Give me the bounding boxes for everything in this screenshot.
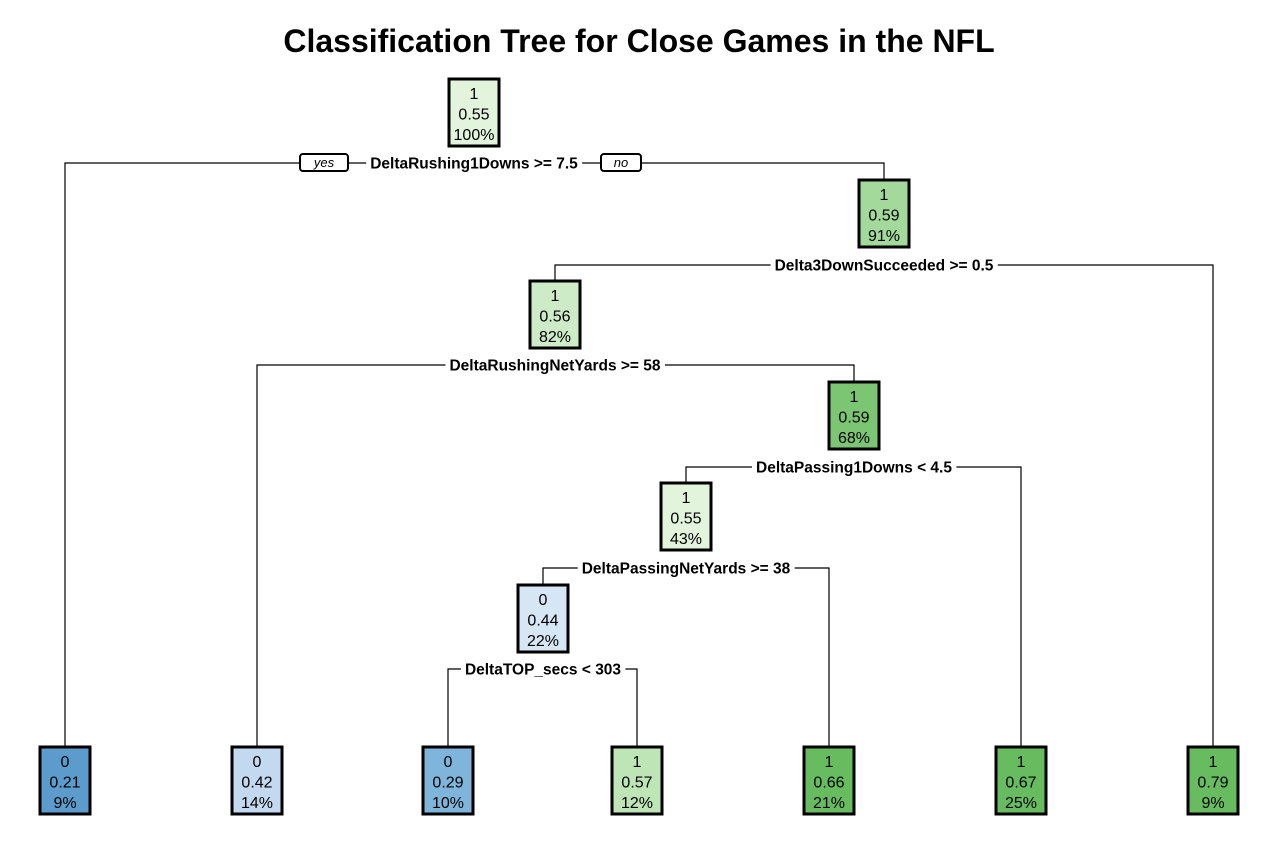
split-rule-text: Delta3DownSucceeded >= 0.5 <box>775 258 994 275</box>
tree-edges <box>64 162 1214 747</box>
node-percent: 82% <box>539 329 571 346</box>
node-percent: 14% <box>241 795 273 812</box>
node-box <box>610 745 664 816</box>
diagram-title: Classification Tree for Close Games in t… <box>283 23 994 59</box>
split-rule-text: DeltaRushing1Downs >= 7.5 <box>370 156 578 173</box>
edge-n26 <box>542 567 830 747</box>
node-probability: 0.56 <box>539 309 570 326</box>
node-probability: 0.55 <box>670 511 701 528</box>
node-class: 0 <box>253 754 262 771</box>
split-label-n13: DeltaPassing1Downs < 4.5 <box>752 459 957 477</box>
node-class: 1 <box>1209 754 1218 771</box>
node-percent: 25% <box>1005 795 1037 812</box>
node-percent: 91% <box>868 228 900 245</box>
tree-node-leaf5: 1 0.66 21% <box>802 745 856 816</box>
split-label-n3: Delta3DownSucceeded >= 0.5 <box>770 257 998 275</box>
node-percent: 9% <box>53 795 76 812</box>
node-class: 1 <box>470 86 479 103</box>
svg-text:no: no <box>614 155 628 170</box>
node-box <box>857 178 911 249</box>
node-probability: 0.79 <box>1197 775 1228 792</box>
tree-node-n3: 1 0.59 91% <box>857 178 911 249</box>
node-probability: 0.42 <box>241 775 272 792</box>
tree-node-leaf3: 0 0.29 10% <box>421 745 475 816</box>
node-probability: 0.59 <box>838 410 869 427</box>
split-label-n6: DeltaRushingNetYards >= 58 <box>445 357 665 375</box>
node-class: 0 <box>539 592 548 609</box>
yes-tag: yes <box>299 153 349 172</box>
edge-n3 <box>554 264 1214 747</box>
tree-node-n26: 1 0.55 43% <box>659 481 713 552</box>
tree-node-n52: 0 0.44 22% <box>516 583 570 654</box>
node-box <box>528 279 582 350</box>
node-percent: 43% <box>670 531 702 548</box>
node-class: 0 <box>444 754 453 771</box>
node-class: 1 <box>825 754 834 771</box>
node-percent: 12% <box>621 795 653 812</box>
edge-n6 <box>256 364 855 747</box>
node-probability: 0.67 <box>1005 775 1036 792</box>
tree-nodes: 1 0.55 100% 1 0.59 91% 1 0.56 82% 1 0.59 68% 1 0.55 43… <box>38 77 1240 816</box>
node-box <box>516 583 570 654</box>
node-class: 1 <box>551 288 560 305</box>
split-label-n26: DeltaPassingNetYards >= 38 <box>577 560 795 578</box>
node-percent: 10% <box>432 795 464 812</box>
node-class: 1 <box>1017 754 1026 771</box>
tree-node-leaf1: 0 0.21 9% <box>38 745 92 816</box>
node-class: 1 <box>850 389 859 406</box>
node-probability: 0.29 <box>432 775 463 792</box>
node-probability: 0.59 <box>868 208 899 225</box>
split-rule-text: DeltaPassingNetYards >= 38 <box>582 561 791 578</box>
no-tag: no <box>600 153 642 172</box>
node-percent: 9% <box>1201 795 1224 812</box>
split-labels: DeltaRushing1Downs >= 7.5Delta3DownSucce… <box>366 155 998 679</box>
edge-root <box>64 162 885 747</box>
node-class: 1 <box>633 754 642 771</box>
node-probability: 0.57 <box>621 775 652 792</box>
tree-node-leaf4: 1 0.57 12% <box>610 745 664 816</box>
node-box <box>827 380 881 451</box>
split-rule-text: DeltaPassing1Downs < 4.5 <box>756 460 952 477</box>
node-box <box>802 745 856 816</box>
tree-node-n13: 1 0.59 68% <box>827 380 881 451</box>
split-rule-text: DeltaRushingNetYards >= 58 <box>449 358 660 375</box>
node-probability: 0.55 <box>458 107 489 124</box>
tree-node-root: 1 0.55 100% <box>447 77 501 148</box>
edge-n13 <box>685 466 1022 747</box>
edge-n52 <box>447 668 638 747</box>
tree-node-n6: 1 0.56 82% <box>528 279 582 350</box>
node-class: 0 <box>61 754 70 771</box>
node-percent: 68% <box>838 430 870 447</box>
node-percent: 22% <box>527 633 559 650</box>
node-percent: 100% <box>454 127 495 144</box>
split-label-n52: DeltaTOP_secs < 303 <box>460 661 626 679</box>
node-class: 1 <box>880 187 889 204</box>
node-box <box>447 77 501 148</box>
svg-text:yes: yes <box>313 155 335 170</box>
tree-node-leaf6: 1 0.67 25% <box>994 745 1048 816</box>
split-label-root: DeltaRushing1Downs >= 7.5 <box>366 155 583 173</box>
node-box <box>994 745 1048 816</box>
node-percent: 21% <box>813 795 845 812</box>
node-probability: 0.44 <box>527 613 558 630</box>
split-rule-text: DeltaTOP_secs < 303 <box>465 662 621 679</box>
tree-node-leaf7: 1 0.79 9% <box>1186 745 1240 816</box>
node-box <box>659 481 713 552</box>
node-box <box>421 745 475 816</box>
node-class: 1 <box>682 490 691 507</box>
node-probability: 0.21 <box>49 775 80 792</box>
node-probability: 0.66 <box>813 775 844 792</box>
node-box <box>230 745 284 816</box>
node-box <box>1186 745 1240 816</box>
node-box <box>38 745 92 816</box>
tree-node-leaf2: 0 0.42 14% <box>230 745 284 816</box>
